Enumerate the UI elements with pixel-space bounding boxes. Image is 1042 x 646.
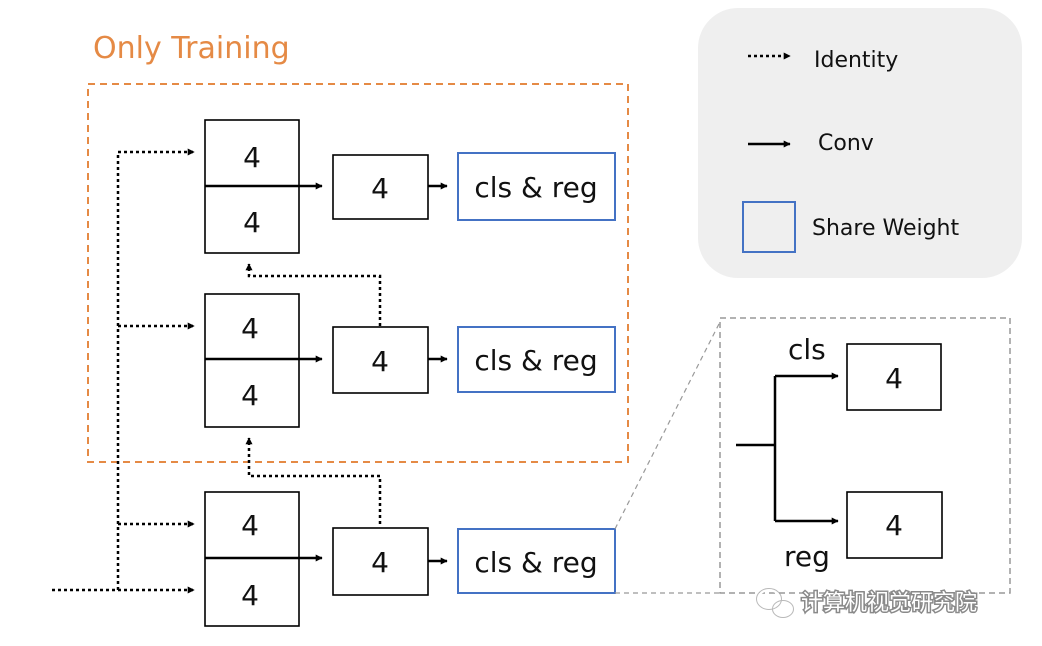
zoom-cls-block [846,343,942,411]
stage-2-backbone-block [204,293,300,428]
identity-connections [52,148,382,594]
stage-3-cls-reg-block [457,528,616,594]
legend-background [698,8,1022,278]
stage-1: 4 4 4 cls & reg [204,119,616,254]
only-training-region [87,83,629,463]
zoom-cls-value: 4 [885,362,903,395]
stage-3-head-value: 4 [371,546,389,579]
legend: Identity Conv Share Weight [698,8,1022,278]
zoom-detail: cls reg 4 4 [719,317,1011,594]
zoom-reg-value: 4 [885,509,903,542]
stage-2-head-block [332,326,429,394]
legend-conv-label: Conv [818,131,874,156]
identity-stage2-to-stage1 [245,263,382,326]
stage-3-bottom-value: 4 [241,579,259,612]
stage-2-cls-reg-block [457,326,616,393]
stage-3: 4 4 4 cls & reg [204,491,616,627]
stage-3-top-value: 4 [241,509,259,542]
stage-2-output-label: cls & reg [474,344,597,377]
stage-2-top-value: 4 [241,312,259,345]
zoom-cls-label: cls [788,333,826,366]
stage-2-bottom-value: 4 [241,379,259,412]
stage-2: 4 4 4 cls & reg [204,293,616,428]
stage-3-head-block [332,527,429,596]
stage-1-head-value: 4 [371,172,389,205]
identity-stage3-to-stage2 [245,437,382,524]
zoom-reg-label: reg [784,540,830,573]
stage-1-bottom-value: 4 [243,206,261,239]
stage-2-head-value: 4 [371,345,389,378]
stage-1-cls-reg-block [457,152,616,221]
stage-1-top-value: 4 [243,141,261,174]
legend-share-label: Share Weight [812,216,959,241]
zoom-connector-top [614,317,723,530]
zoom-reg-block [846,491,943,559]
watermark: 计算机视觉研究院 [756,588,979,618]
watermark-text: 计算机视觉研究院 [801,591,977,616]
stage-1-output-label: cls & reg [474,171,597,204]
stage-3-output-label: cls & reg [474,546,597,579]
wechat-icon [756,588,794,618]
stage-1-head-block [332,154,429,220]
share-weight-swatch [742,201,796,253]
legend-identity-label: Identity [814,48,898,73]
only-training-title: Only Training [93,31,290,66]
